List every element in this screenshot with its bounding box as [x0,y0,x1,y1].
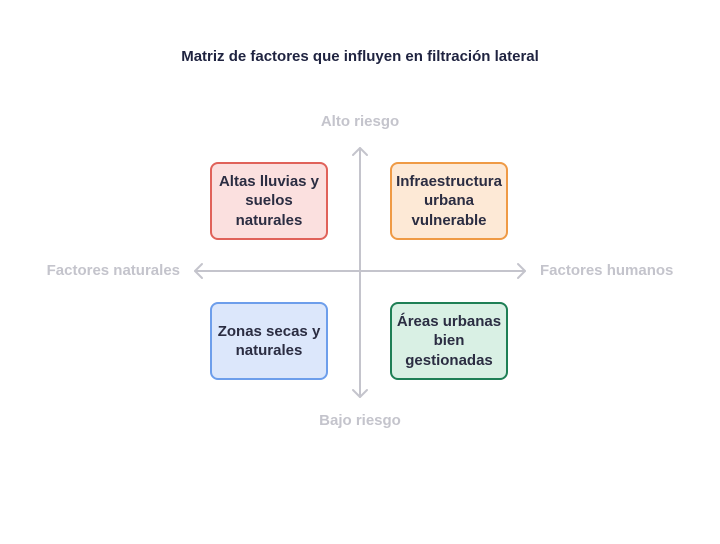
quadrant-bottom-right: Áreas urbanas bien gestionadas [390,302,508,380]
arrow-up-icon [352,147,368,156]
arrow-right-icon [517,263,526,279]
quadrant-label: Infraestructura urbana vulnerable [396,172,502,229]
axis-label-left: Factores naturales [46,262,180,279]
axis-label-top: Alto riesgo [320,113,400,130]
axis-label-bottom: Bajo riesgo [319,412,401,429]
quadrant-bottom-left: Zonas secas y naturales [210,302,328,380]
arrow-down-icon [352,389,368,398]
arrow-left-icon [194,263,203,279]
quadrant-label: Áreas urbanas bien gestionadas [396,312,502,369]
axis-label-right: Factores humanos [540,262,674,279]
quadrant-label: Zonas secas y naturales [217,322,321,360]
diagram-title: Matriz de factores que influyen en filtr… [181,48,539,65]
quadrant-top-right: Infraestructura urbana vulnerable [390,162,508,240]
quadrant-top-left: Altas lluvias y suelos naturales [210,162,328,240]
quadrant-label: Altas lluvias y suelos naturales [218,172,320,229]
